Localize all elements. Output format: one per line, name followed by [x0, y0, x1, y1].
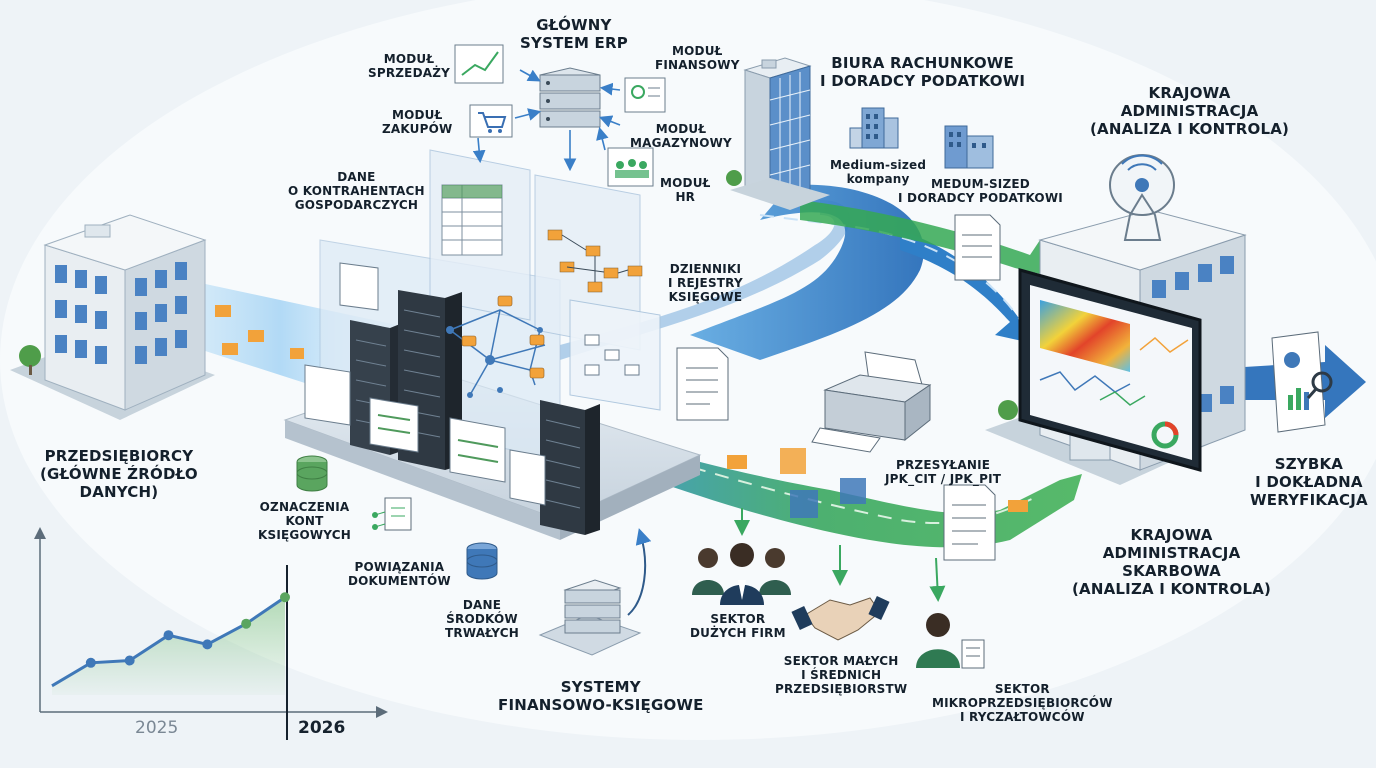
medium-advisors-building: [944, 125, 994, 169]
big-firms-people-icon: [692, 543, 791, 605]
linked-documents-icon: [372, 497, 412, 531]
micro-entrepreneur-icon: [916, 613, 985, 669]
handshake-icon: [791, 595, 890, 641]
erp-module-arrows: [472, 69, 621, 172]
printer-icon: [811, 351, 932, 453]
network-graph: [446, 295, 546, 398]
entrepreneurs-building: [10, 214, 215, 420]
trend-point: [202, 639, 213, 650]
platform-documents: [304, 262, 546, 506]
sales-module-icon: [454, 44, 504, 84]
road-document-green: [943, 484, 996, 561]
road-document-right: [954, 214, 1001, 281]
flowchart-panel: [547, 229, 643, 293]
accounting-office-tower: [726, 57, 830, 210]
trend-point: [163, 630, 174, 641]
green-road-packets: [727, 448, 1028, 518]
database-icon-green: [296, 455, 328, 492]
table-panel: [441, 184, 503, 256]
year-2025-label: 2025: [135, 718, 179, 738]
trend-chart: [34, 527, 388, 740]
road-document-blue: [676, 347, 729, 421]
erp-server-icon: [539, 67, 601, 128]
verification-report-icon: [1271, 331, 1333, 433]
medium-company-building: [849, 107, 899, 149]
small-tree-panel: [584, 334, 640, 376]
finance-systems-server-icon: [538, 528, 652, 656]
sector-drop-arrows: [734, 508, 946, 602]
analytics-dashboard-screen: [1018, 268, 1202, 472]
purchases-module-icon: [469, 104, 513, 138]
trend-point: [280, 592, 290, 603]
year-2026-label: 2026: [298, 718, 346, 738]
warehouse-module-icon: [607, 147, 654, 187]
trend-point: [241, 618, 252, 629]
trend-point: [124, 655, 135, 666]
satellite-dish-icon: [1109, 154, 1175, 241]
finance-module-icon: [624, 77, 666, 113]
database-icon-blue: [466, 542, 498, 580]
trend-area: [52, 597, 285, 695]
trend-point: [85, 657, 96, 668]
